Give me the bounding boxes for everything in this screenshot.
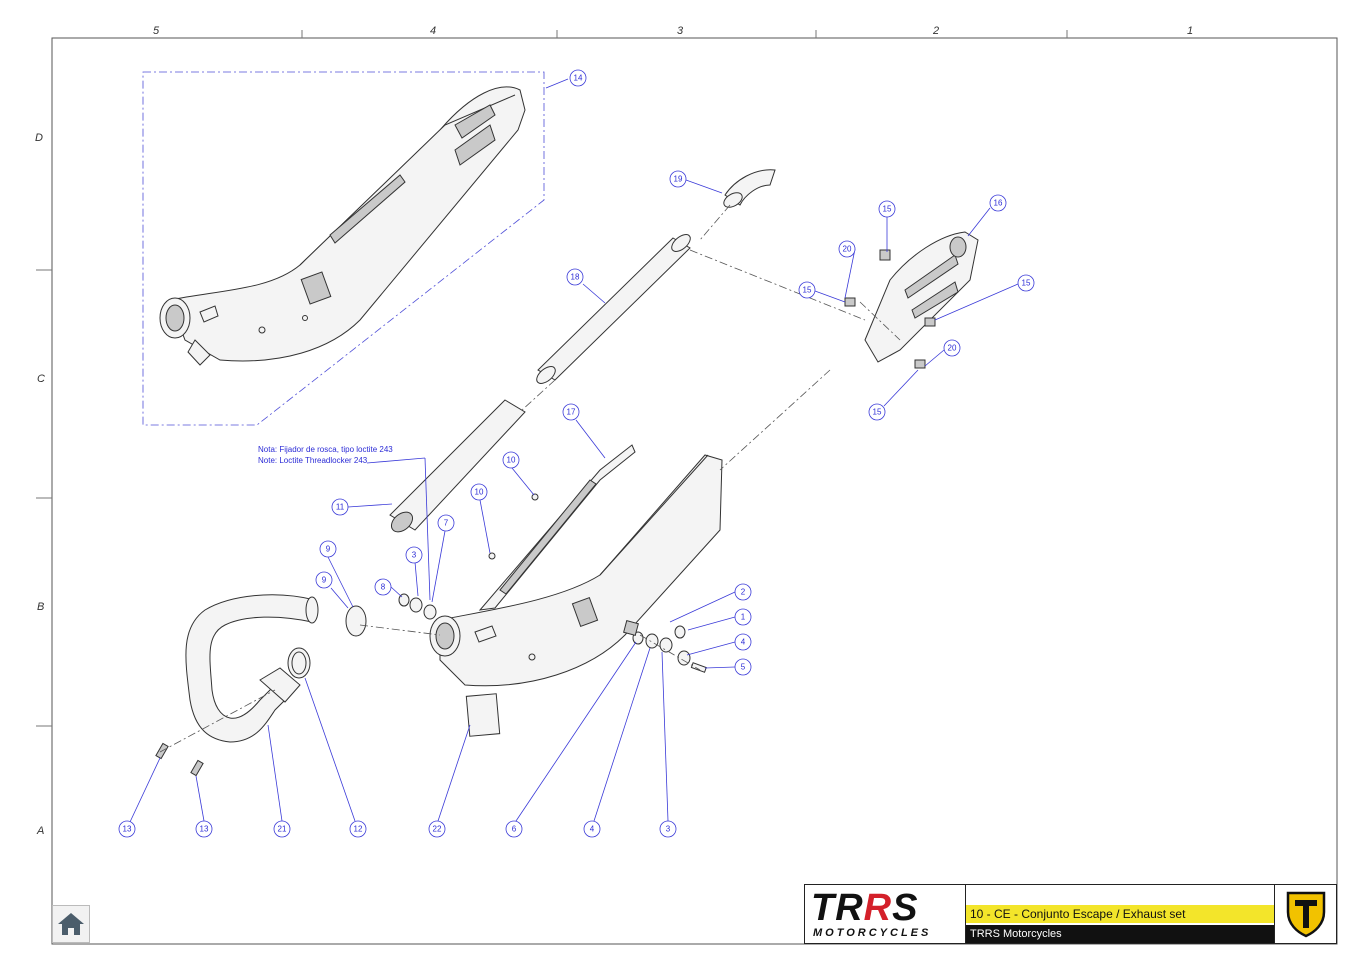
brand-part: S (892, 887, 919, 929)
brand-part: R (863, 887, 893, 929)
callouts (118, 69, 1035, 838)
callout-label: 13 (200, 825, 209, 834)
callout-label: 21 (278, 825, 287, 834)
column-label: 1 (1187, 25, 1193, 37)
callout-label: 17 (567, 408, 576, 417)
callout-label: 7 (444, 519, 449, 528)
callout-label: 9 (326, 545, 331, 554)
column-label: 3 (677, 25, 684, 37)
callout-label: 13 (123, 825, 132, 834)
callout-label: 9 (322, 576, 327, 585)
title-block: TRRS MOTORCYCLES 10 - CE - Conjunto Esca… (804, 884, 1337, 944)
row-label: C (37, 373, 45, 385)
callout-label: 15 (873, 408, 882, 417)
callout-label: 20 (948, 344, 957, 353)
drawing-title: 10 - CE - Conjunto Escape / Exhaust set (966, 905, 1274, 923)
brand-logo: TRRS MOTORCYCLES (805, 885, 966, 943)
column-label: 5 (153, 25, 160, 37)
row-ruler (36, 269, 52, 727)
pipe-18-drawing (536, 234, 691, 384)
callout-label: 14 (574, 74, 583, 83)
trrs-emblem-icon (1274, 885, 1337, 943)
callout-label: 19 (674, 175, 683, 184)
note-line-en: Note: Loctite Threadlocker 243 (258, 456, 368, 465)
callout-label: 4 (590, 825, 595, 834)
assembly-boundary (142, 71, 545, 426)
callout-label: 15 (803, 286, 812, 295)
row-label: D (35, 132, 43, 144)
rings-and-washers (155, 249, 936, 777)
callout-label: 22 (433, 825, 442, 834)
packing-11-drawing (389, 399, 526, 533)
callout-label: 5 (741, 663, 746, 672)
brand-subtitle: MOTORCYCLES (813, 927, 932, 939)
end-cap-16-drawing (864, 231, 979, 363)
callout-label: 6 (512, 825, 517, 834)
callout-label: 4 (741, 638, 746, 647)
callout-leaders (129, 78, 1019, 823)
elbow-19-drawing (723, 169, 776, 208)
alignment-lines (159, 204, 901, 753)
drawing-frame (51, 37, 1338, 945)
callout-label: 10 (475, 488, 484, 497)
callout-label: 3 (412, 551, 417, 560)
header-pipe-21-drawing (185, 594, 319, 743)
row-label: A (36, 825, 44, 837)
home-button[interactable] (52, 905, 90, 943)
home-icon (58, 913, 84, 935)
callout-label: 8 (381, 583, 386, 592)
callout-label: 3 (666, 825, 671, 834)
callout-label: 15 (1022, 279, 1031, 288)
column-label: 4 (430, 25, 436, 37)
company-name: TRRS Motorcycles (966, 925, 1274, 943)
callout-label: 15 (883, 205, 892, 214)
row-label: B (37, 601, 44, 613)
silencer-assembly-drawing (159, 86, 526, 366)
brand-wordmark: TRRS (811, 889, 918, 927)
brand-part: TR (811, 887, 864, 929)
callout-label: 20 (843, 245, 852, 254)
callout-label: 12 (354, 825, 363, 834)
callout-label: 16 (994, 199, 1003, 208)
callout-label: 1 (741, 613, 746, 622)
callout-labels: 14 19 18 16 15 20 15 15 20 15 17 10 10 1… (123, 74, 1031, 834)
callout-label: 10 (507, 456, 516, 465)
callout-label: 18 (571, 273, 580, 282)
cover-17-drawing (478, 444, 636, 611)
column-ruler (301, 30, 1068, 38)
callout-label: 11 (336, 503, 345, 512)
callout-label: 2 (741, 588, 746, 597)
column-label: 2 (932, 25, 939, 37)
silencer-body-drawing (429, 454, 723, 687)
note-line-es: Nota: Fijador de rosca, tipo loctite 243 (258, 445, 393, 454)
